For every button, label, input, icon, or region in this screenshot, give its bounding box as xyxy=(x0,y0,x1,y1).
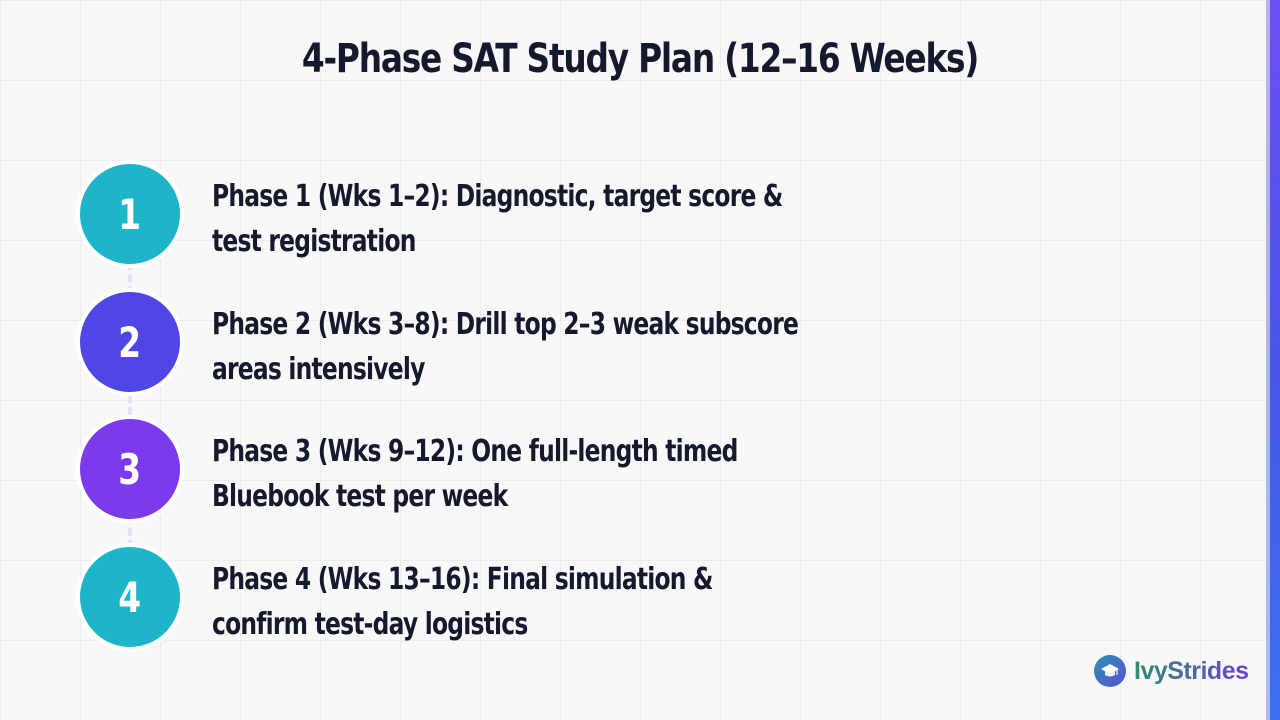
phase-3: 3 Phase 3 (Wks 9–12): One full-length ti… xyxy=(76,415,800,523)
timeline-connector xyxy=(128,214,132,596)
phase-2-number-circle: 2 xyxy=(76,288,184,396)
accent-bar xyxy=(1266,0,1280,720)
phase-4-number-circle: 4 xyxy=(76,543,184,651)
phase-2-text: Phase 2 (Wks 3–8): Drill top 2–3 weak su… xyxy=(212,307,799,387)
phase-1-text: Phase 1 (Wks 1–2): Diagnostic, target sc… xyxy=(212,179,783,259)
brand-logo: IvyStrides xyxy=(1094,655,1249,687)
slide-title: 4-Phase SAT Study Plan (12–16 Weeks) xyxy=(301,36,979,82)
phase-2: 2 Phase 2 (Wks 3–8): Drill top 2–3 weak … xyxy=(76,288,800,396)
brand-name: IvyStrides xyxy=(1134,656,1249,685)
phase-3-number-circle: 3 xyxy=(76,415,184,523)
phase-1-number-circle: 1 xyxy=(76,160,184,268)
graduation-cap-icon xyxy=(1094,655,1126,687)
phase-1: 1 Phase 1 (Wks 1–2): Diagnostic, target … xyxy=(76,160,800,268)
phase-4: 4 Phase 4 (Wks 13–16): Final simulation … xyxy=(76,543,800,651)
phase-4-text: Phase 4 (Wks 13–16): Final simulation & … xyxy=(212,562,713,642)
phase-3-text: Phase 3 (Wks 9–12): One full-length time… xyxy=(212,434,738,514)
